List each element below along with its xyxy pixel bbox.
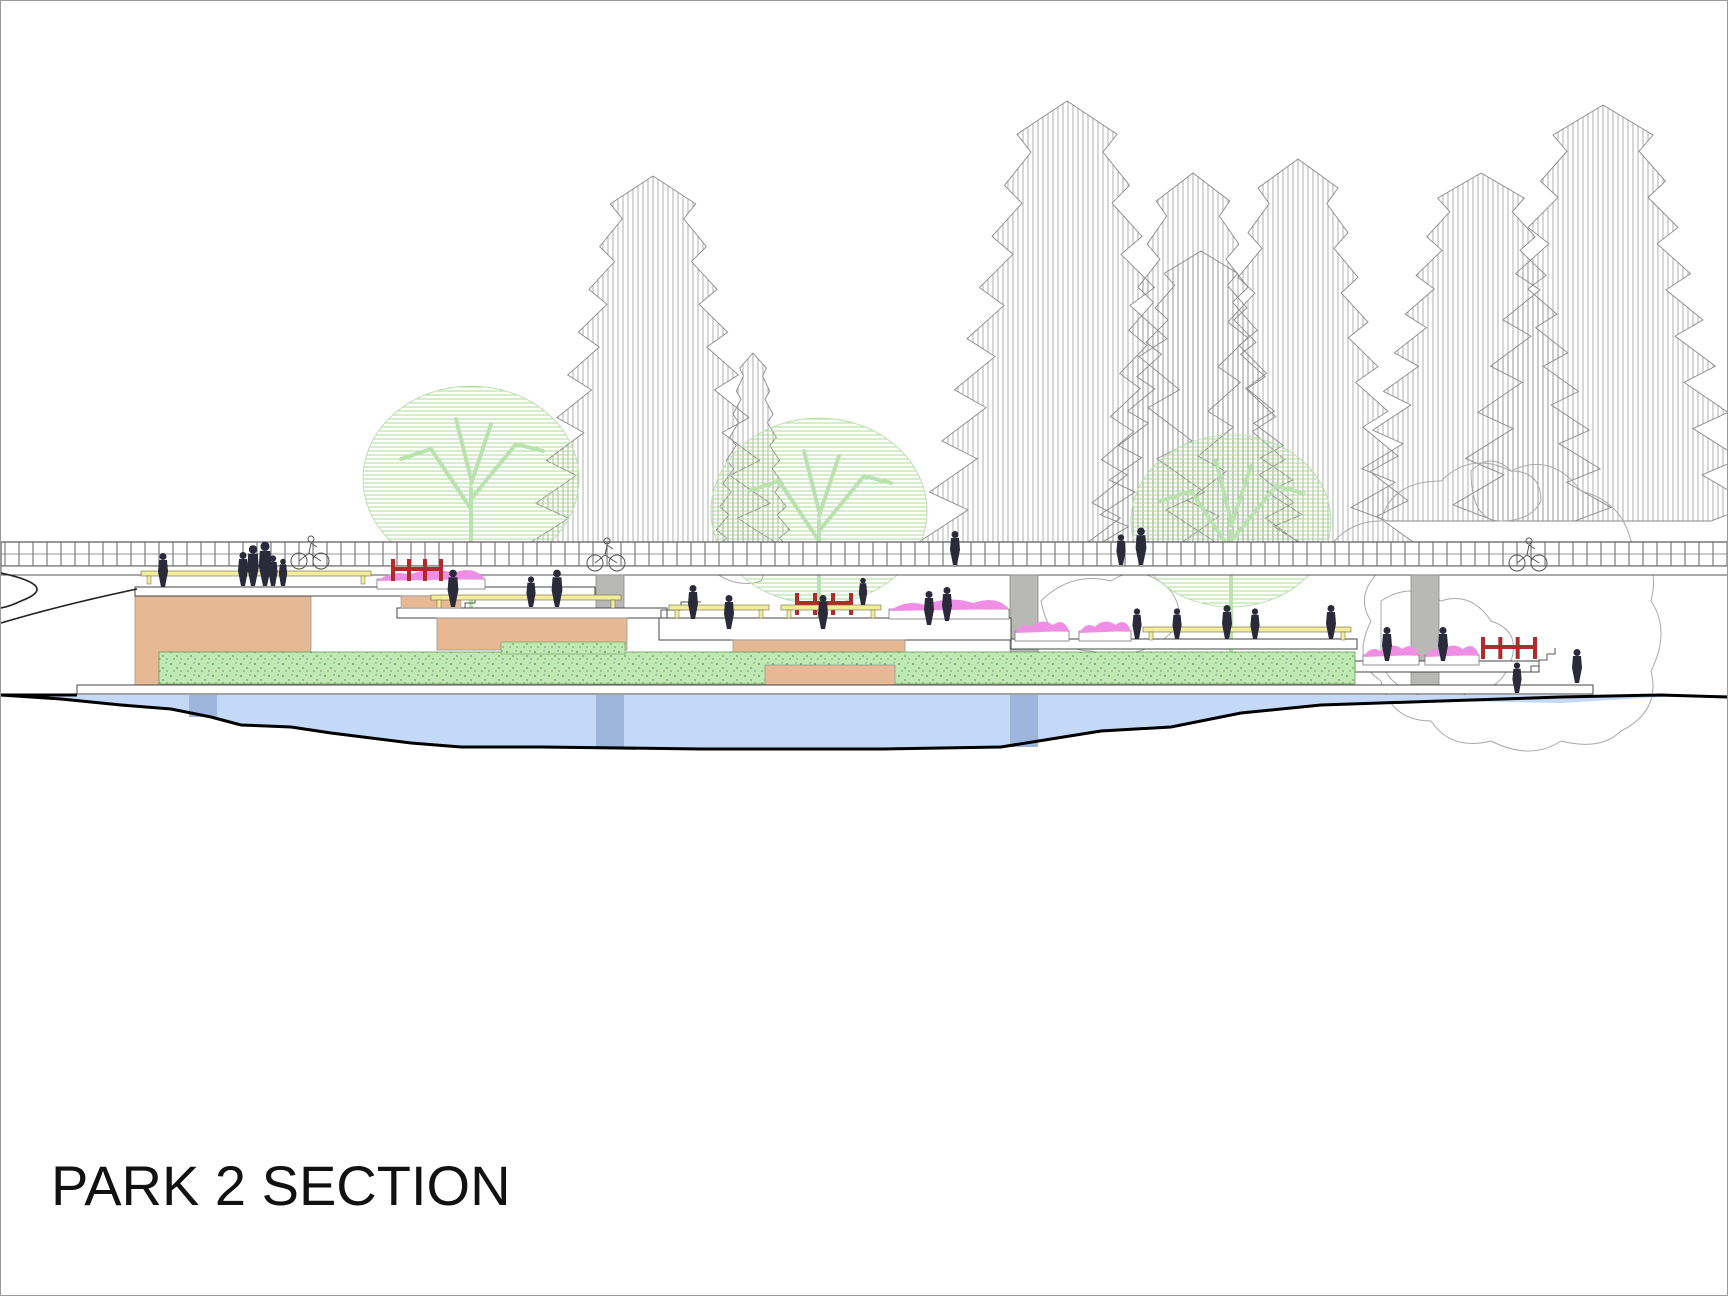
tree-trunk xyxy=(1159,459,1305,669)
person-silhouette xyxy=(278,558,288,586)
bench-seat xyxy=(430,594,622,601)
person-silhouette xyxy=(268,555,278,586)
planter xyxy=(376,569,486,590)
person-silhouette xyxy=(158,553,168,587)
hedge-planting xyxy=(158,641,1356,686)
conifer-tree xyxy=(1451,104,1727,522)
person-silhouette xyxy=(1512,662,1522,693)
flowers xyxy=(377,569,485,581)
person-silhouette xyxy=(247,545,259,586)
planter xyxy=(1362,645,1420,666)
bench xyxy=(430,594,622,609)
person-silhouette xyxy=(447,569,459,607)
stair-curve xyxy=(1,572,138,624)
person-silhouette xyxy=(724,595,734,629)
flowers xyxy=(1425,645,1479,657)
person-silhouette xyxy=(526,576,536,607)
person-silhouette xyxy=(238,552,248,586)
drawing-title: PARK 2 SECTION xyxy=(51,1154,511,1217)
person-silhouette xyxy=(858,577,868,605)
cyclist xyxy=(290,535,330,570)
people-silhouettes xyxy=(158,527,1582,693)
person-silhouette xyxy=(258,541,272,586)
water-body xyxy=(1,695,1727,749)
bridge-deck xyxy=(1,541,1727,576)
bench xyxy=(668,604,770,619)
cyclist xyxy=(586,537,626,572)
person-silhouette xyxy=(818,595,828,629)
person-silhouette xyxy=(551,569,563,607)
person-silhouette xyxy=(1132,608,1142,639)
person-silhouette xyxy=(1382,627,1392,661)
red-railing xyxy=(1481,637,1537,659)
person-silhouette xyxy=(1438,627,1448,661)
person-silhouette xyxy=(1135,527,1147,565)
flowers xyxy=(1079,621,1131,633)
bench-seat xyxy=(668,604,770,611)
conifer-trees xyxy=(524,100,1727,562)
person-silhouette xyxy=(950,531,960,565)
cyclists xyxy=(290,535,1548,572)
flowers xyxy=(1363,645,1420,657)
flowers xyxy=(1015,621,1069,633)
person-silhouette xyxy=(1116,534,1126,565)
person-silhouette xyxy=(924,591,934,625)
bench-seat xyxy=(780,604,882,611)
bench-seat xyxy=(1142,626,1352,633)
person-silhouette xyxy=(1172,608,1182,639)
tree-trunk xyxy=(747,449,893,666)
bench xyxy=(1142,626,1352,641)
person-silhouette xyxy=(1326,605,1336,639)
person-silhouette xyxy=(688,585,698,619)
planter xyxy=(1078,621,1132,642)
promenade-slab xyxy=(76,684,1594,695)
person-silhouette xyxy=(1250,608,1260,639)
person-silhouette xyxy=(942,587,952,621)
ground-line xyxy=(1,693,1727,751)
bench xyxy=(780,604,882,619)
person-silhouette xyxy=(1572,649,1582,683)
planter xyxy=(1424,645,1480,666)
cyclist xyxy=(1508,537,1548,572)
person-silhouette xyxy=(1222,605,1232,639)
red-railing xyxy=(391,559,443,581)
planter xyxy=(1014,621,1070,642)
